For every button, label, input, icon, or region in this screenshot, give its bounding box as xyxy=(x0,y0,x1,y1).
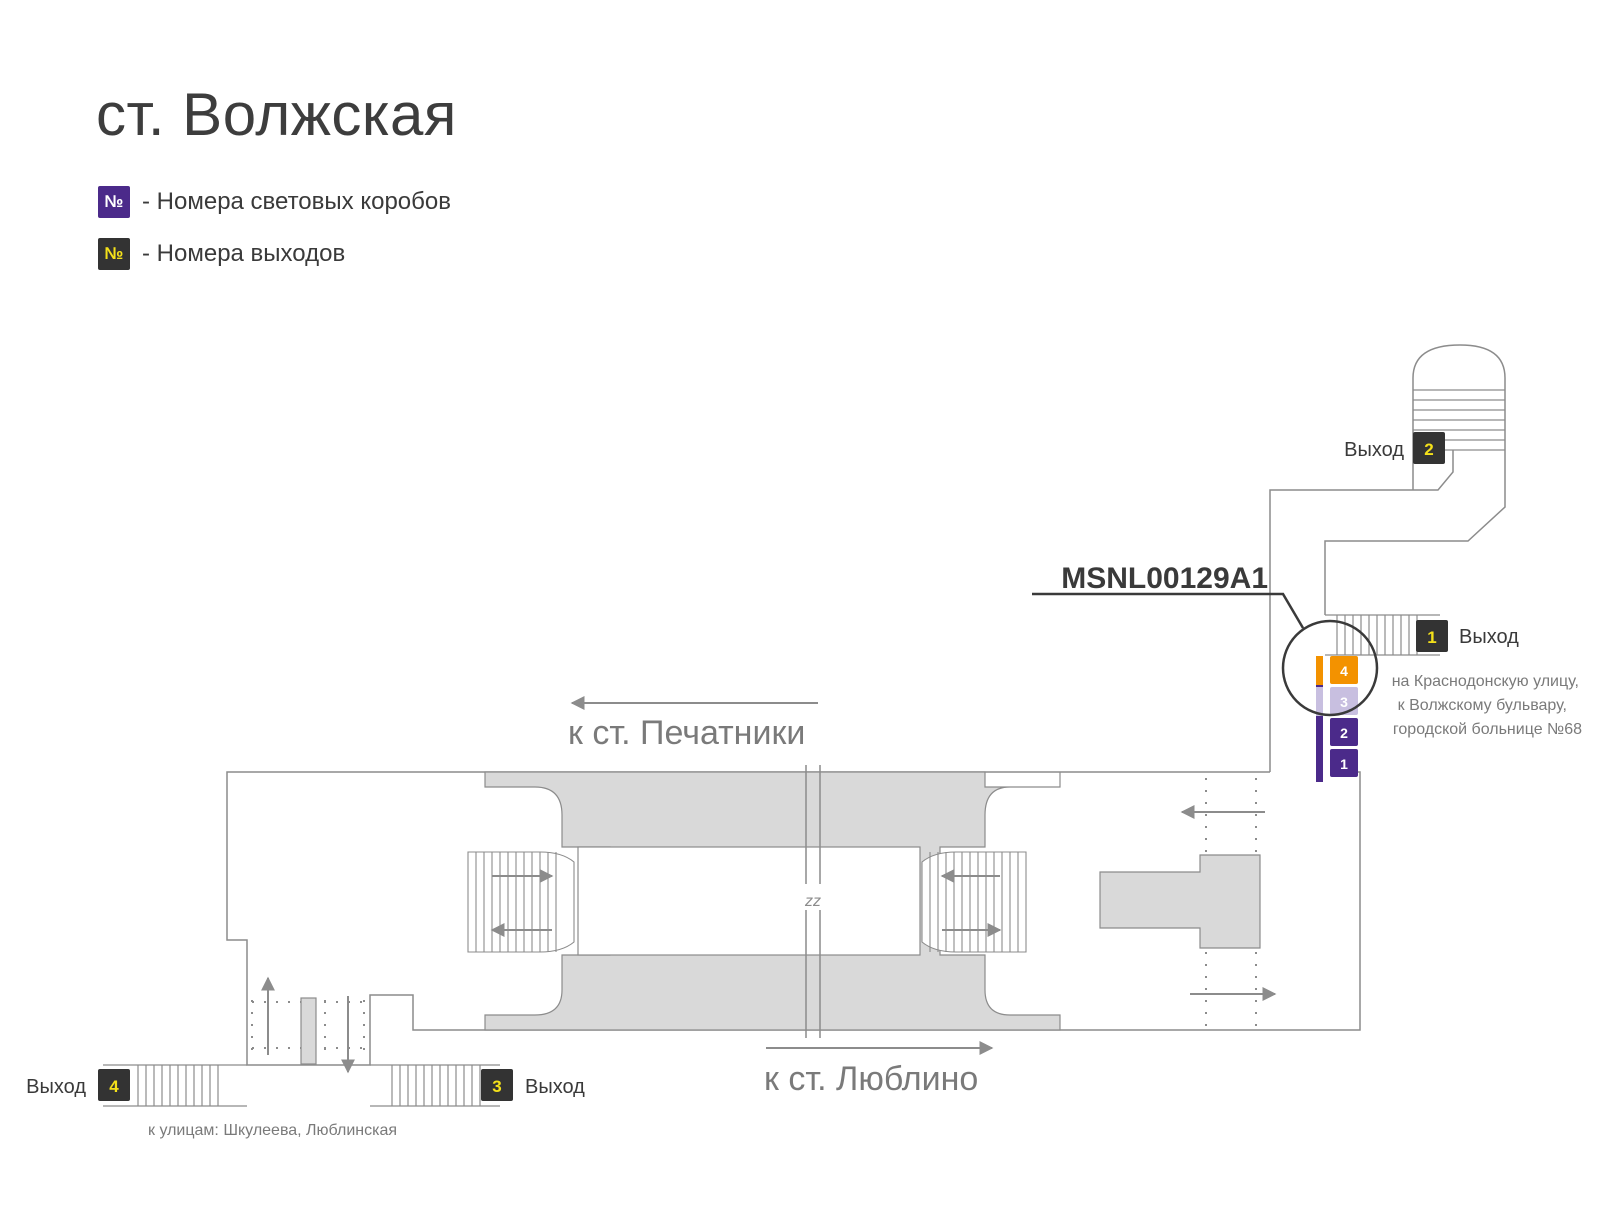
east-vestibule-block xyxy=(1099,854,1261,949)
exit-3-number: 3 xyxy=(492,1077,501,1096)
west-booth xyxy=(300,997,317,1065)
lightbox-4 xyxy=(1330,656,1358,684)
lightbox-1 xyxy=(1330,749,1358,777)
east-turnstiles xyxy=(1205,778,1257,1028)
west-exits-destination: к улицам: Шкулеева, Люблинская xyxy=(148,1122,397,1139)
exit-2-number: 2 xyxy=(1424,440,1433,459)
exit-1-destination-line-3: городской больнице №68 xyxy=(1393,721,1582,738)
lightbox-group: 4 3 2 1 xyxy=(1316,656,1358,782)
lightbox-2 xyxy=(1330,718,1358,746)
lightbox-3 xyxy=(1330,687,1358,715)
platform xyxy=(484,771,1061,1031)
exit-3-label: Выход xyxy=(525,1076,585,1098)
exit-4-number: 4 xyxy=(109,1077,119,1096)
exit-1-destination-line-1: на Краснодонскую улицу, xyxy=(1392,673,1579,690)
legend-exit-badge: № xyxy=(98,238,130,270)
callout: MSNL00129A1 xyxy=(1032,562,1379,717)
exit-1-marker: 1 Выход xyxy=(1416,620,1519,652)
lightbox-4-number: 4 xyxy=(1340,663,1348,679)
station-hall-outline xyxy=(226,771,1361,1066)
exit-3-marker: 3 Выход xyxy=(481,1069,585,1101)
lightbox-wall-strip xyxy=(1316,656,1323,782)
page-title: ст. Волжская xyxy=(96,81,457,148)
legend-lightbox-row: № - Номера световых коробов xyxy=(98,186,451,218)
exit-3-badge xyxy=(481,1069,513,1101)
direction-pechatniki-label: к ст. Печатники xyxy=(568,714,805,752)
escalator-east xyxy=(921,851,1027,953)
exit-2-label: Выход xyxy=(1344,439,1404,461)
exit-3-stairs xyxy=(370,1064,500,1107)
exit-4-badge xyxy=(98,1069,130,1101)
lightbox-3-number: 3 xyxy=(1340,694,1348,710)
exit-2-badge xyxy=(1413,432,1445,464)
exit-1-number: 1 xyxy=(1427,628,1436,647)
lightbox-wall-strip-highlight xyxy=(1316,656,1323,685)
legend-exit-row: № - Номера выходов xyxy=(98,238,345,270)
callout-leader xyxy=(1032,592,1305,629)
callout-circle xyxy=(1281,619,1379,717)
lightbox-1-number: 1 xyxy=(1340,756,1348,772)
exit-4-label: Выход xyxy=(26,1076,86,1098)
escalator-west xyxy=(467,851,575,953)
exit-1-destination-line-2: к Волжскому бульвару, xyxy=(1398,697,1567,714)
legend-lightbox-text: - Номера световых коробов xyxy=(142,188,451,215)
lightbox-wall-strip-faded xyxy=(1316,687,1323,716)
legend-exit-text: - Номера выходов xyxy=(142,240,346,267)
exit-2-marker: Выход 2 xyxy=(1344,432,1445,464)
exit-4-marker: Выход 4 xyxy=(26,1069,130,1101)
direction-lyublino-label: к ст. Люблино xyxy=(764,1060,978,1098)
legend-lightbox-badge: № xyxy=(98,186,130,218)
exit-4-stairs xyxy=(103,1064,247,1107)
break-mark-bg xyxy=(800,884,826,910)
exit-1-label: Выход xyxy=(1459,626,1519,648)
callout-code: MSNL00129A1 xyxy=(1061,562,1268,595)
break-mark: zz xyxy=(804,893,821,910)
exit-1-badge xyxy=(1416,620,1448,652)
lightbox-2-number: 2 xyxy=(1340,725,1348,741)
exit-2-pavilion xyxy=(1269,344,1506,772)
